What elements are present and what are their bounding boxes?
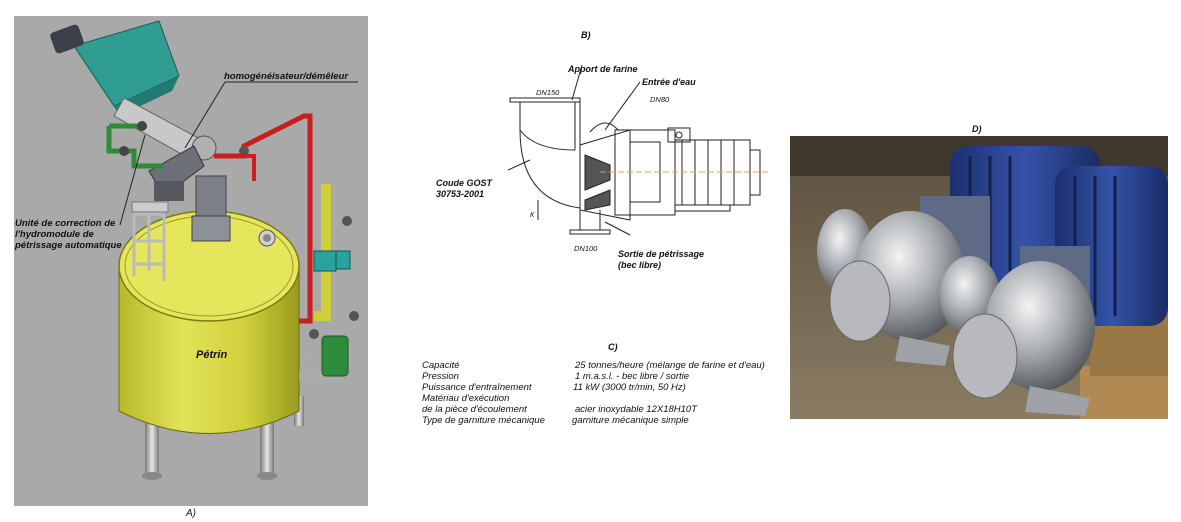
- label-water-inlet: Entrée d'eau: [642, 77, 696, 87]
- spec-label: Capacité: [422, 360, 460, 371]
- kneading-installation-illustration: [50, 20, 359, 480]
- leader-line-homogenizer: [184, 81, 358, 149]
- label-dimension-k: К: [530, 212, 535, 219]
- label-dn150: DN150: [536, 88, 560, 97]
- spec-label: de la pièce d'écoulement: [422, 404, 527, 415]
- label-elbow-line-2: 30753-2001: [436, 189, 485, 199]
- caption-a: A): [186, 508, 196, 519]
- pumps-photo-illustration: [790, 136, 1168, 419]
- caption-b: B): [581, 30, 591, 40]
- label-outlet-line-1: Sortie de pétrissage: [618, 249, 705, 259]
- label-homogenizer: homogénéisateur/démêleur: [224, 71, 349, 82]
- label-tank: Pétrin: [196, 349, 228, 361]
- label-flour-inlet: Apport de farine: [568, 64, 638, 74]
- panel-d-photo: [790, 136, 1168, 419]
- pump-technical-drawing: [507, 64, 768, 236]
- spec-value: 1 m.a.s.l. - bec libre / sortie: [575, 371, 690, 382]
- label-dn80: DN80: [650, 95, 670, 104]
- panel-a-render: [14, 16, 368, 506]
- spec-label: Puissance d'entraînement: [422, 382, 532, 393]
- spec-value: acier inoxydable 12X18H10T: [575, 404, 697, 415]
- spec-value: garniture mécanique simple: [572, 415, 689, 426]
- label-elbow: Coude GOST 30753-2001: [436, 178, 492, 200]
- label-dn100: DN100: [574, 244, 598, 253]
- spec-value: 11 kW (3000 tr/min, 50 Hz): [573, 382, 686, 393]
- label-correction-unit-line-3: pétrissage automatique: [15, 240, 122, 251]
- spec-label: Type de garniture mécanique: [422, 415, 545, 426]
- spec-label: Pression: [422, 371, 459, 382]
- label-correction-unit-line-1: Unité de correction de: [15, 218, 116, 229]
- label-correction-unit-line-2: l'hydromodule de: [15, 229, 94, 240]
- label-correction-unit: Unité de correction de l'hydromodule de …: [15, 218, 122, 251]
- spec-value: 25 tonnes/heure (mélange de farine et d'…: [575, 360, 765, 371]
- caption-d: D): [972, 124, 982, 134]
- label-outlet: Sortie de pétrissage (bec libre): [618, 249, 704, 271]
- label-outlet-line-2: (bec libre): [618, 260, 662, 270]
- leader-line-correction-unit: [119, 134, 146, 226]
- caption-c: C): [608, 342, 618, 352]
- label-elbow-line-1: Coude GOST: [436, 178, 492, 188]
- spec-label: Matériau d'exécution: [422, 393, 510, 404]
